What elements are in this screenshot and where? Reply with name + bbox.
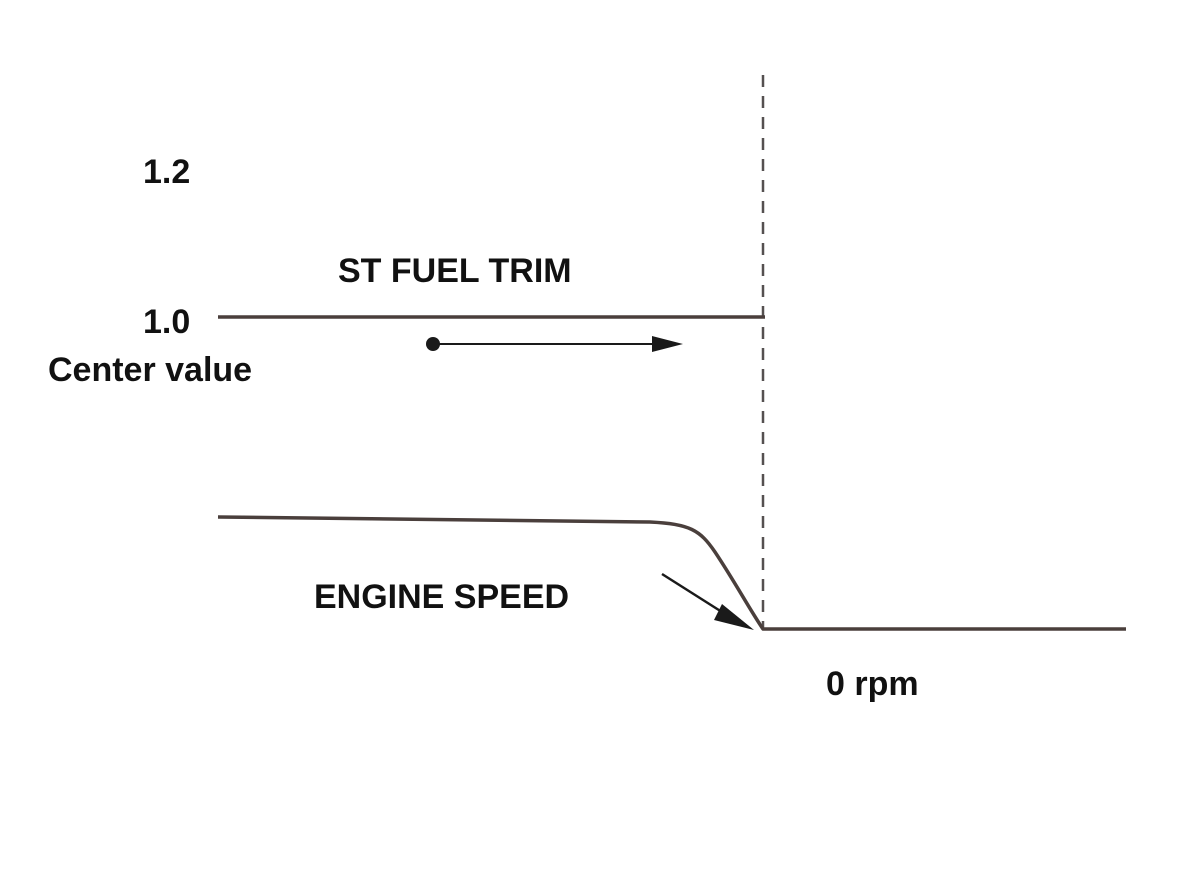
trend-start-dot [426, 337, 440, 351]
engine-speed-pointer-arrowhead [714, 604, 754, 630]
zero-rpm-label: 0 rpm [826, 665, 919, 703]
trend-arrowhead [652, 336, 683, 352]
engine-speed-label: ENGINE SPEED [314, 578, 569, 616]
y-label-1-2: 1.2 [143, 153, 190, 191]
center-value-caption: Center value [48, 351, 252, 389]
y-label-1-0: 1.0 [143, 303, 190, 341]
st-fuel-trim-label: ST FUEL TRIM [338, 252, 572, 290]
engine-speed-curve [217, 515, 1126, 631]
